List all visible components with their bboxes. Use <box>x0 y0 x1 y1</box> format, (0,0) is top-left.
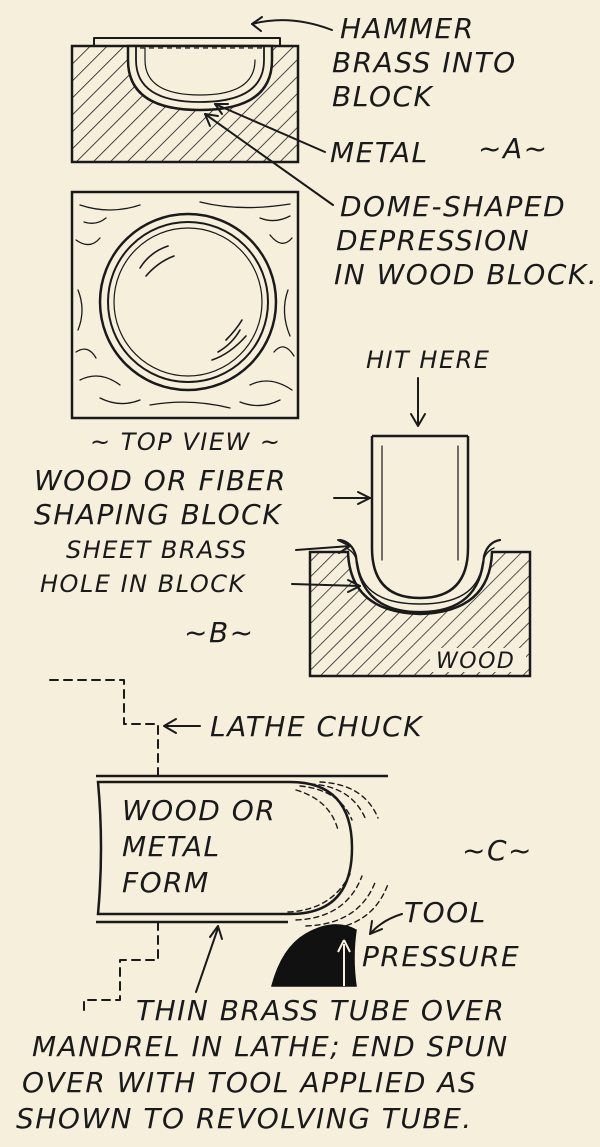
hole-label: HOLE IN BLOCK <box>40 570 247 598</box>
hammer-label-3: BLOCK <box>332 80 435 113</box>
depression-label-1: DOME-SHAPED <box>340 190 566 223</box>
depression-label-2: DEPRESSION <box>336 224 530 257</box>
wood-label: WOOD <box>436 649 515 674</box>
shaping-block-label-1: WOOD OR FIBER <box>34 464 287 497</box>
arrow-sheet-brass <box>295 545 351 551</box>
arrow-brass-tube <box>195 927 219 993</box>
hammer-label-1: HAMMER <box>340 12 475 45</box>
arrow-depression <box>204 113 334 206</box>
section-marker-b: ~B~ <box>184 616 255 649</box>
shaping-block-label-2: SHAPING BLOCK <box>34 498 283 531</box>
tool-label: TOOL <box>404 896 487 929</box>
sheet-brass-label: SHEET BRASS <box>66 536 248 564</box>
metal-label: METAL <box>330 136 429 169</box>
arrow-hole <box>291 583 361 587</box>
arrow-tool <box>369 913 403 935</box>
figure-c-lathe <box>49 679 389 1013</box>
caption-line-2: MANDREL IN LATHE; END SPUN <box>32 1030 509 1063</box>
figure-a-top-view <box>70 190 300 420</box>
arrow-metal <box>214 103 326 153</box>
hammer-label-2: BRASS INTO <box>332 46 517 79</box>
form-label-3: FORM <box>122 866 210 899</box>
dome-depression <box>126 44 274 112</box>
top-view-label: ~ TOP VIEW ~ <box>90 428 282 456</box>
hit-here-label: HIT HERE <box>366 346 490 374</box>
section-marker-a: ~A~ <box>478 132 549 165</box>
arrow-hammer <box>251 19 333 31</box>
depression-label-3: IN WOOD BLOCK. <box>334 258 598 291</box>
caption-line-3: OVER WITH TOOL APPLIED AS <box>22 1066 477 1099</box>
form-label-1: WOOD OR <box>122 794 276 827</box>
lathe-chuck-label: LATHE CHUCK <box>210 710 424 743</box>
section-marker-c: ~C~ <box>462 834 533 867</box>
figure-a-section <box>70 37 300 164</box>
caption-line-1: THIN BRASS TUBE OVER <box>136 994 505 1027</box>
figure-b-block <box>308 434 532 678</box>
form-label-2: METAL <box>122 830 221 863</box>
caption-line-4: SHOWN TO REVOLVING TUBE. <box>16 1102 473 1135</box>
pressure-label: PRESSURE <box>362 940 520 973</box>
